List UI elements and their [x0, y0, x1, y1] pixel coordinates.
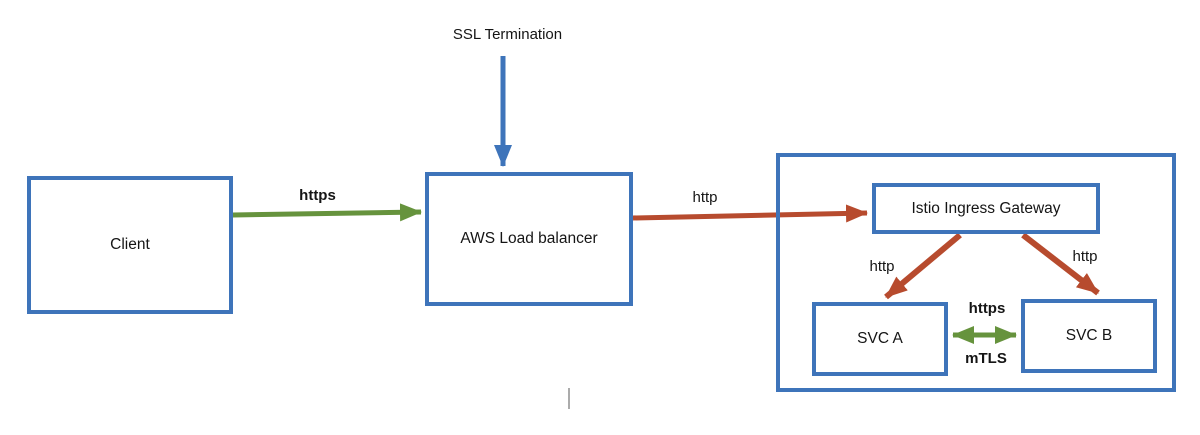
node-svc-b-label: SVC B [1065, 327, 1113, 344]
node-aws-load-balancer: AWS Load balancer [425, 172, 633, 306]
node-istio-ingress-gateway-label: Istio Ingress Gateway [911, 199, 1061, 217]
edge-label-mtls-svc-a-svc-b: mTLS [965, 350, 1007, 367]
cluster-boundary-box [776, 153, 1176, 392]
node-aws-load-balancer-label: AWS Load balancer [460, 230, 598, 247]
node-client: Client [27, 176, 233, 314]
node-svc-a-label: SVC A [857, 330, 903, 347]
edge-label-http-lb-istio: http [692, 189, 718, 206]
edge-label-http-istio-svc-a: http [869, 258, 895, 275]
node-istio-ingress-gateway: Istio Ingress Gateway [872, 183, 1100, 234]
text-cursor-artifact [568, 388, 570, 409]
edge-label-https-svc-a-svc-b: https [968, 300, 1006, 317]
edge-label-https-client-lb: https [299, 187, 336, 204]
edge-label-http-istio-svc-b: http [1072, 248, 1098, 265]
node-svc-b: SVC B [1021, 299, 1157, 373]
ssl-termination-label: SSL Termination [452, 26, 563, 43]
node-client-label: Client [110, 236, 150, 253]
edge-client-to-lb [232, 203, 422, 222]
node-svc-a: SVC A [812, 302, 948, 376]
